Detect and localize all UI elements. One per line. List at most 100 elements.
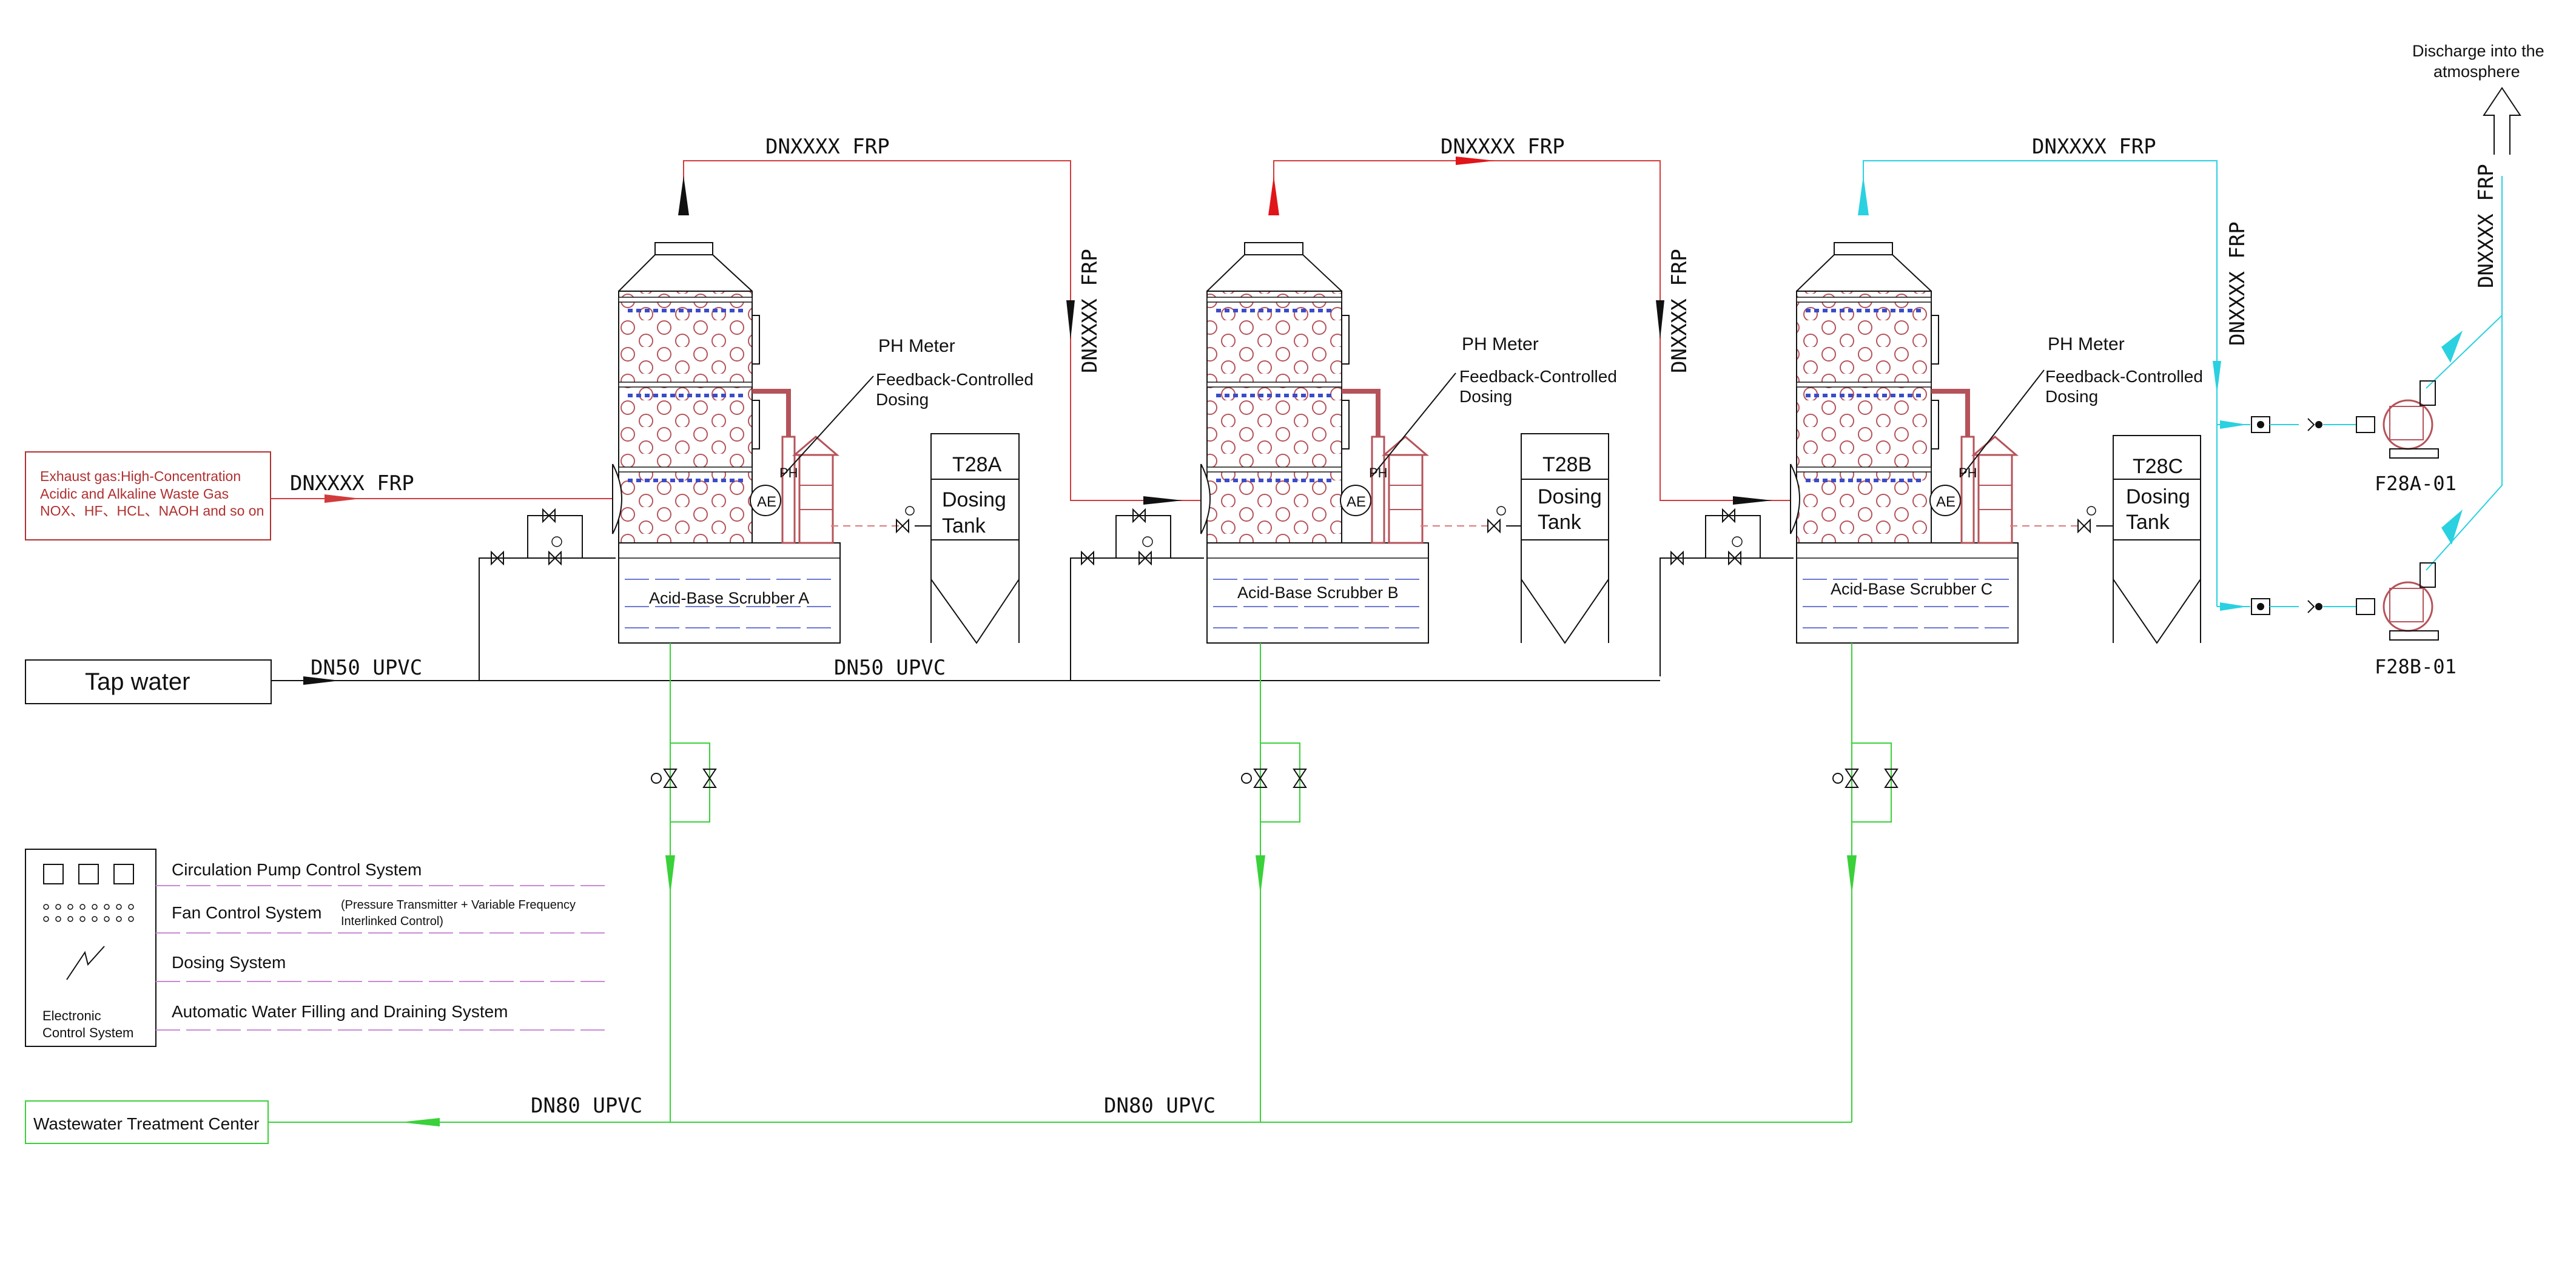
arrow-down-green-icon xyxy=(1256,855,1265,895)
arrow-right-icon xyxy=(1143,496,1183,505)
valve-icon xyxy=(1728,550,1741,566)
fan-b-tag: F28B-01 xyxy=(2375,655,2457,678)
control-item-4: Automatic Water Filling and Draining Sys… xyxy=(172,1002,508,1021)
duct-label-b: DNXXXX FRP xyxy=(1441,135,1565,159)
scrubber-a-dosing-2: Dosing xyxy=(876,390,929,409)
tap-water-supply: Tap water DN50 UPVC DN50 UPVC xyxy=(25,656,1660,704)
scrubber-b: Acid-Base Scrubber B AE PH PH Meter Feed… xyxy=(1070,242,1617,676)
scrubber-b-name: Acid-Base Scrubber B xyxy=(1237,584,1399,602)
discharge-line-1: Discharge into the xyxy=(2412,42,2544,60)
flow-arrow-icon xyxy=(325,494,361,503)
control-item-2: Fan Control System xyxy=(172,903,321,922)
control-system: Electronic Control System Circulation Pu… xyxy=(25,849,610,1047)
drain-valves xyxy=(651,769,1898,788)
scrubber-c-ae: AE xyxy=(1936,494,1956,510)
valve-icon xyxy=(1132,508,1146,523)
discharge-stack: Discharge into the atmosphere xyxy=(2412,42,2544,155)
tank-c-line2: Tank xyxy=(2126,511,2170,534)
duct-label-c: DNXXXX FRP xyxy=(2032,135,2156,159)
arrow-right-icon xyxy=(303,676,340,685)
control-box-line-2: Control System xyxy=(42,1025,133,1040)
control-item-3: Dosing System xyxy=(172,953,286,972)
drain-lines xyxy=(268,643,1892,1123)
tank-b-line1: Dosing xyxy=(1538,485,1602,508)
tank-a-line2: Tank xyxy=(942,514,986,537)
drain-pipe-label-1: DN80 UPVC xyxy=(531,1094,642,1118)
gas-ducts xyxy=(678,157,2503,611)
lightning-icon xyxy=(66,946,105,980)
dosing-tank-b: T28B Dosing Tank xyxy=(1521,433,1609,644)
valve-icon xyxy=(1138,550,1152,566)
duct-label-vert-bc: DNXXXX FRP xyxy=(1667,249,1692,373)
exhaust-line-1: Exhaust gas:High-Concentration xyxy=(40,468,241,484)
valve-icon xyxy=(1487,518,1501,534)
control-box-line-1: Electronic xyxy=(42,1008,101,1023)
valve-icon xyxy=(491,550,504,566)
arrow-right-cyan-icon xyxy=(2220,602,2247,611)
indicator-lights-icon xyxy=(43,904,134,922)
wastewater-label: Wastewater Treatment Center xyxy=(33,1114,259,1133)
tank-a-tag: T28A xyxy=(952,453,1002,476)
scrubber-b-dosing-1: Feedback-Controlled xyxy=(1459,367,1617,386)
water-pipe-label-2: DN50 UPVC xyxy=(834,656,946,680)
arrow-right-red-icon xyxy=(1456,157,1495,165)
duct-label-vert-fans: DNXXXX FRP xyxy=(2225,221,2250,346)
arrow-right-icon xyxy=(1733,496,1772,505)
valve-icon xyxy=(2077,518,2091,534)
wastewater-center: Wastewater Treatment Center xyxy=(25,1100,269,1144)
fan-note-1: (Pressure Transmitter + Variable Frequen… xyxy=(341,898,576,912)
fan-note-2: Interlinked Control) xyxy=(341,915,443,928)
scrubber-b-ae: AE xyxy=(1347,494,1366,510)
tank-a-line1: Dosing xyxy=(942,488,1006,511)
scrubber-a-ph-meter: PH Meter xyxy=(878,336,955,356)
scrubber-b-ph-meter: PH Meter xyxy=(1462,334,1539,354)
exhaust-inlet: Exhaust gas:High-Concentration Acidic an… xyxy=(25,451,613,540)
discharge-line-2: atmosphere xyxy=(2433,62,2520,81)
arrow-down-green-icon xyxy=(1847,855,1857,895)
fan-a: F28A-01 xyxy=(2251,380,2457,495)
control-item-1: Circulation Pump Control System xyxy=(172,860,422,879)
exhaust-gas-box xyxy=(25,451,271,540)
arrow-down-icon xyxy=(1656,300,1664,340)
scrubber-c-dosing-1: Feedback-Controlled xyxy=(2045,367,2203,386)
valve-icon xyxy=(548,550,562,566)
exhaust-line-2: Acidic and Alkaline Waste Gas xyxy=(40,486,229,502)
fan-b: F28B-01 xyxy=(2251,562,2457,678)
scrubber-a-ph: PH xyxy=(779,465,798,480)
inlet-pipe-label: DNXXXX FRP xyxy=(290,471,414,496)
scrubber-c-ph-meter: PH Meter xyxy=(2048,334,2125,354)
valve-icon xyxy=(1722,508,1735,523)
arrow-down-icon xyxy=(1066,300,1075,340)
scrubber-a-name: Acid-Base Scrubber A xyxy=(649,589,809,607)
tank-c-tag: T28C xyxy=(2133,455,2183,478)
arrow-down-green-icon xyxy=(665,855,675,895)
duct-label-a: DNXXXX FRP xyxy=(765,135,890,159)
arrow-down-cyan-icon xyxy=(2213,361,2221,394)
dosing-tank-a: T28A Dosing Tank xyxy=(930,433,1020,644)
arrow-up-icon xyxy=(678,176,689,215)
tank-b-line2: Tank xyxy=(1538,511,1582,534)
scrubber-c-dosing-2: Dosing xyxy=(2045,387,2098,406)
scrubber-c-name: Acid-Base Scrubber C xyxy=(1831,580,1993,598)
tank-c-line1: Dosing xyxy=(2126,485,2190,508)
dosing-tank-c: T28C Dosing Tank xyxy=(2113,435,2201,644)
arrow-up-red-icon xyxy=(1268,176,1279,215)
arrow-diag-cyan-icon xyxy=(2441,331,2463,363)
scrubber-a: Acid-Base Scrubber A AE PH PH Meter Feed… xyxy=(479,242,1034,676)
scrubber-a-dosing-1: Feedback-Controlled xyxy=(876,370,1034,389)
duct-label-vert-ab: DNXXXX FRP xyxy=(1078,249,1102,373)
valve-icon xyxy=(1670,550,1684,566)
fan-a-tag: F28A-01 xyxy=(2375,472,2457,495)
arrow-diag-cyan-icon xyxy=(2441,510,2463,545)
duct-label-vert-stack: DNXXXX FRP xyxy=(2474,164,2498,288)
arrow-right-cyan-icon xyxy=(2220,420,2247,429)
tap-water-label: Tap water xyxy=(85,668,190,695)
valve-icon xyxy=(542,508,556,523)
valve-icon xyxy=(1081,550,1094,566)
scrubber-c: Acid-Base Scrubber C AE PH PH Meter Feed… xyxy=(1660,242,2203,676)
valve-icon xyxy=(896,506,915,534)
tank-b-tag: T28B xyxy=(1542,453,1592,476)
drain-pipe-label-2: DN80 UPVC xyxy=(1104,1094,1216,1118)
arrow-up-cyan-icon xyxy=(1858,176,1869,215)
